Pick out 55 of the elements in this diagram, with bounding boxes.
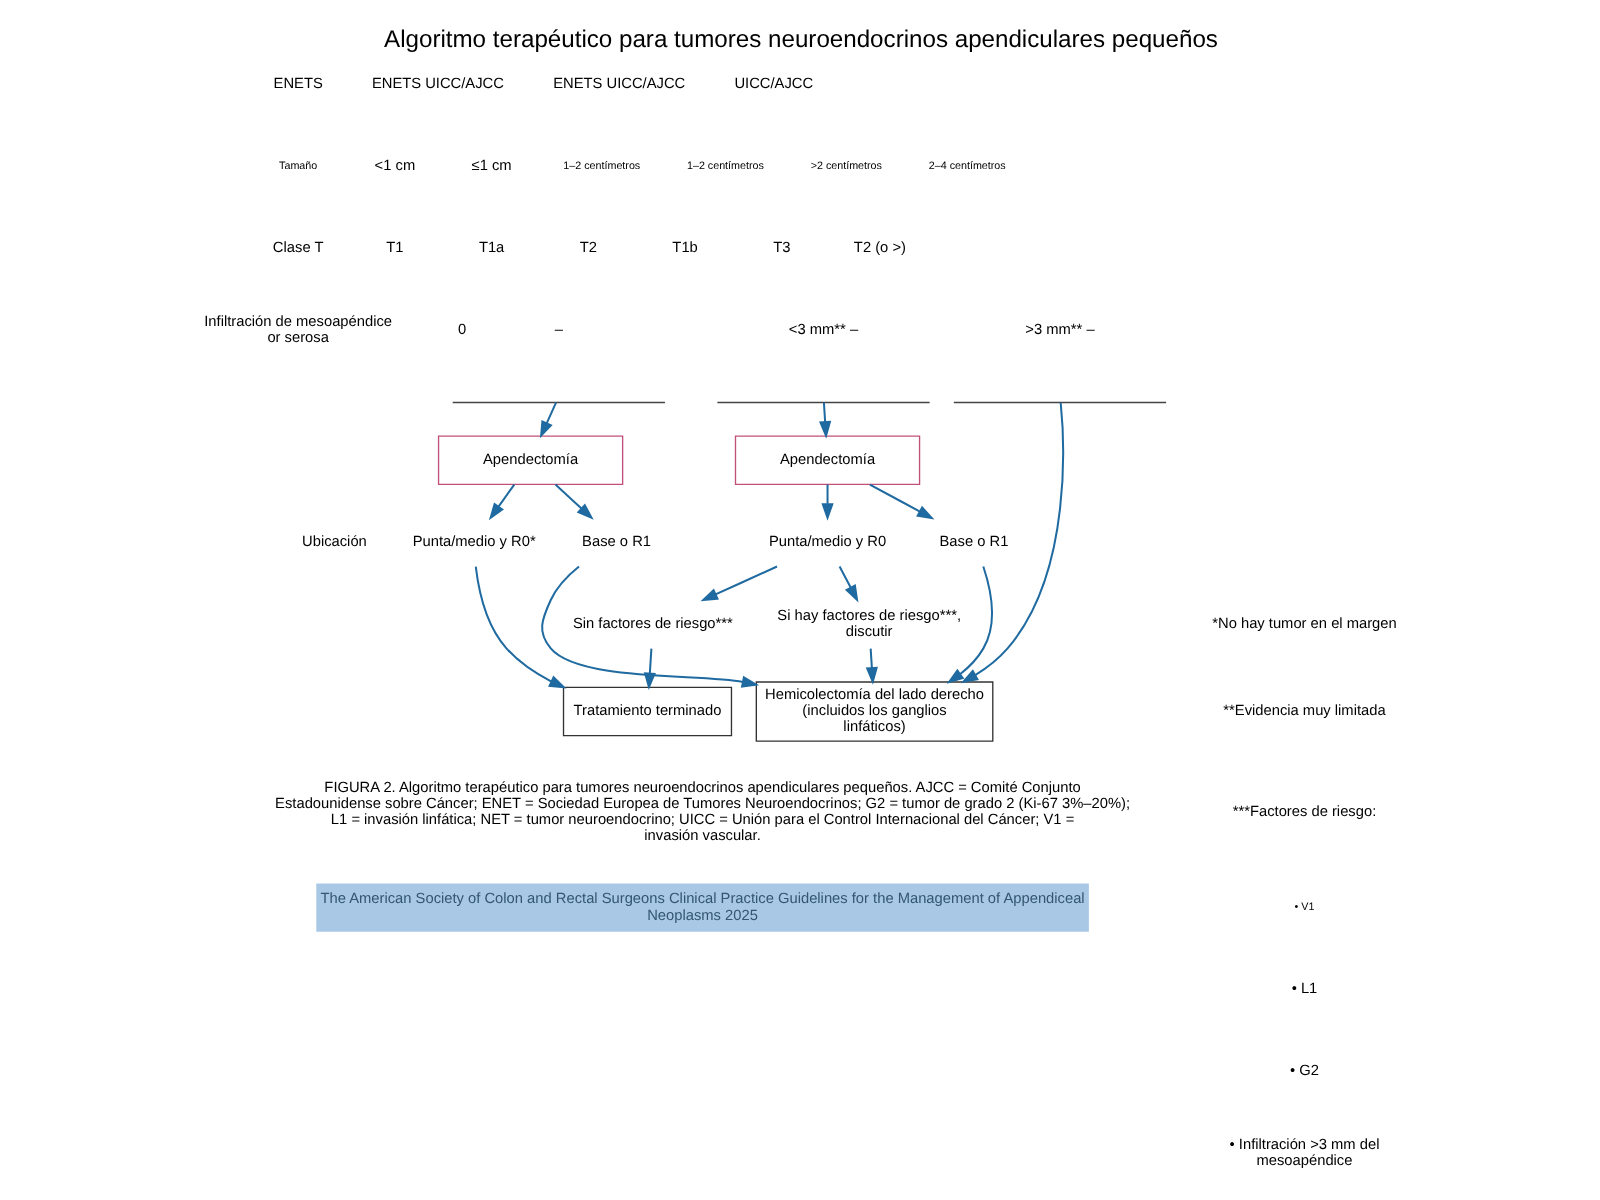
node-text: Base o R1 bbox=[938, 531, 1008, 550]
label: • G2 bbox=[1289, 1061, 1318, 1080]
label: ***Factores de riesgo: bbox=[1231, 802, 1376, 821]
arrow bbox=[642, 648, 655, 691]
diagram-title: Algoritmo terapéutico para tumores neuroendocrinos apendiculares pequeños bbox=[383, 24, 1217, 53]
label: T1 bbox=[385, 237, 403, 256]
label: **Evidencia muy limitada bbox=[1222, 701, 1385, 720]
arrow bbox=[818, 402, 831, 439]
label: T1a bbox=[477, 237, 504, 256]
arrow bbox=[540, 565, 759, 688]
node-text: Punta/medio y R0 bbox=[767, 531, 886, 550]
node-box: Hemicolectomía del lado derecho (incluidos los ganglios linfáticos) bbox=[754, 681, 993, 742]
label: ENETS UICC/AJCC bbox=[552, 73, 685, 92]
arrow bbox=[959, 402, 1063, 684]
label: ≤1 cm bbox=[470, 155, 511, 174]
label: – bbox=[553, 319, 562, 338]
label: <1 cm bbox=[373, 155, 415, 174]
label: Clase T bbox=[271, 237, 323, 256]
label: >3 mm** – bbox=[1024, 319, 1094, 338]
arrow bbox=[864, 648, 877, 685]
arrow bbox=[837, 566, 858, 603]
arrow bbox=[538, 402, 556, 439]
label: Infiltración de mesoapéndice or serosa bbox=[203, 311, 392, 346]
label: Ubicación bbox=[301, 531, 366, 550]
arrow bbox=[945, 566, 992, 684]
label: The American Society of Colon and Rectal Surgeons Clinical Practice Guidelines for the Management of Appendiceal Neoplasms 2025 bbox=[319, 889, 1084, 924]
node-text: Punta/medio y R0* bbox=[411, 531, 535, 550]
arrow bbox=[868, 483, 934, 520]
arrow bbox=[553, 483, 593, 520]
node-box: Apendectomía bbox=[436, 435, 623, 486]
label: • Infiltración >3 mm del mesoapéndice bbox=[1228, 1135, 1379, 1170]
label: UICC/AJCC bbox=[733, 73, 813, 92]
label: • L1 bbox=[1290, 979, 1317, 998]
node-brace bbox=[715, 401, 930, 404]
node-text: Sin factores de riesgo*** bbox=[571, 613, 732, 632]
label: T2 bbox=[578, 237, 596, 256]
label: ENETS bbox=[272, 73, 322, 92]
node-box: Tratamiento terminado bbox=[561, 686, 732, 737]
node-text: Base o R1 bbox=[581, 531, 651, 550]
label: T2 (o >) bbox=[852, 237, 905, 256]
label: T1b bbox=[671, 237, 697, 256]
label: FIGURA 2. Algoritmo terapéutico para tumores neuroendocrinos apendiculares pequeños. AJCC = Comité Conjunto Estadounidense sobre Cáncer; ENET = Sociedad Europea de Tumores Neuroendocrinos; G2 = tumor de grado 2 (Ki-67 3%–20%); L1 = invasión linfática; NET = tumor neuroendocrino; UICC = Unión para el Control Internacional del Cáncer; V1 = invasión vascular. bbox=[274, 777, 1130, 845]
node-box: Apendectomía bbox=[733, 435, 920, 486]
arrow bbox=[699, 565, 777, 602]
arrow bbox=[820, 484, 833, 521]
label: 0 bbox=[456, 319, 466, 338]
label: *No hay tumor en el margen bbox=[1211, 613, 1396, 632]
node-brace bbox=[952, 401, 1166, 404]
arrow bbox=[487, 483, 515, 521]
node-brace bbox=[451, 401, 665, 404]
node-text: Si hay factores de riesgo***, discutir bbox=[776, 605, 961, 641]
label: <3 mm** – bbox=[787, 319, 858, 338]
arrow bbox=[473, 566, 566, 689]
label: ENETS UICC/AJCC bbox=[370, 73, 503, 92]
label: T3 bbox=[772, 237, 790, 256]
